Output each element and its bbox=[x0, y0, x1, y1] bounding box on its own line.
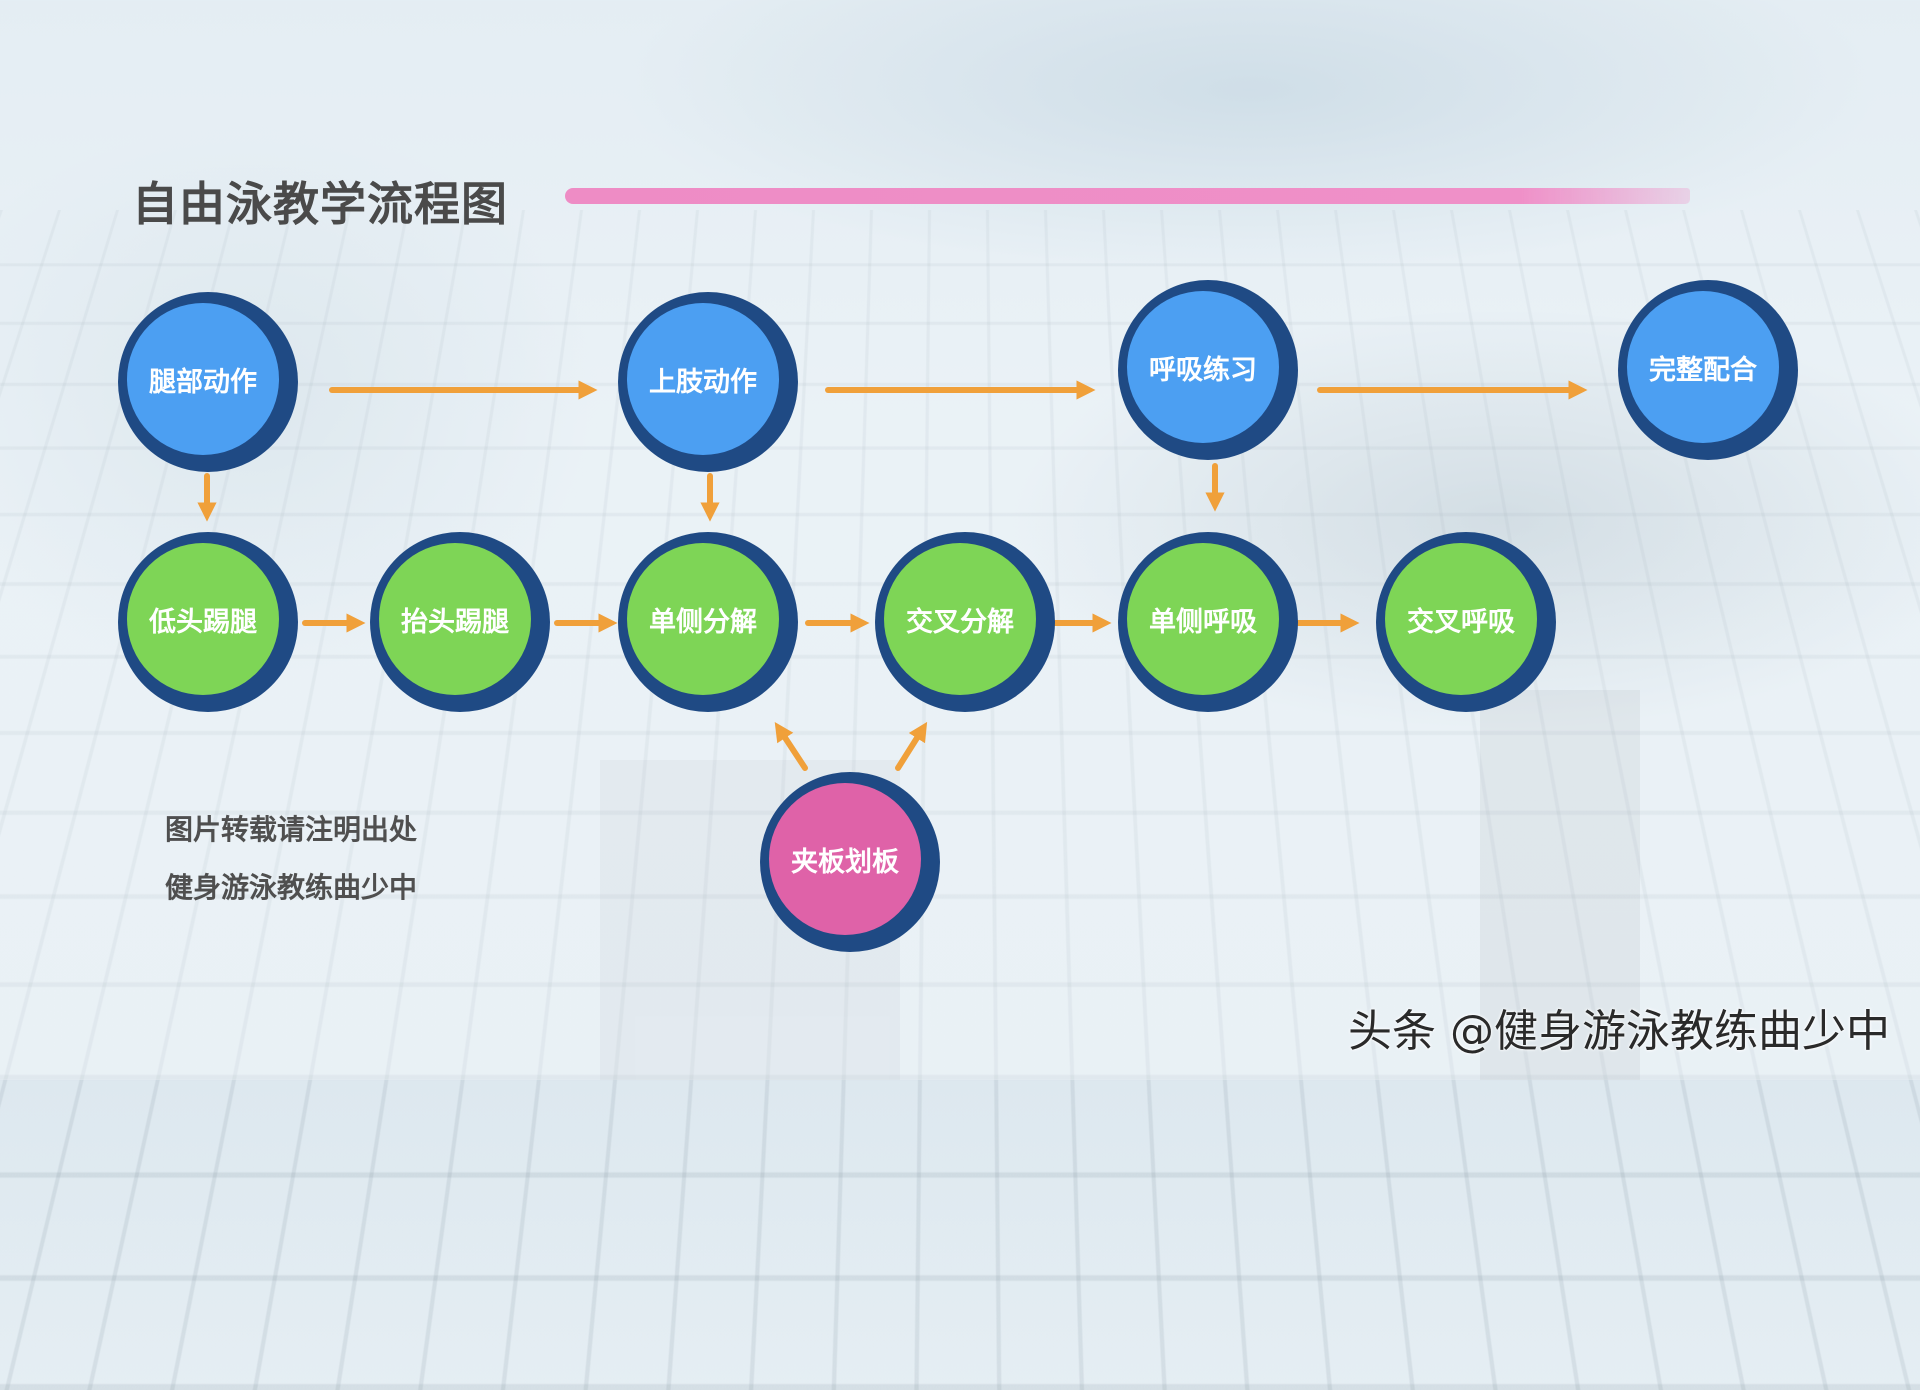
node-arm-action: 上肢动作 bbox=[618, 292, 798, 472]
node-label: 完整配合 bbox=[1649, 354, 1757, 386]
watermark: 头条 @健身游泳教练曲少中 bbox=[1348, 1006, 1890, 1057]
node-label: 单侧分解 bbox=[649, 606, 757, 638]
node-single-breath: 单侧呼吸 bbox=[1118, 532, 1298, 712]
node-leg-action: 腿部动作 bbox=[118, 292, 298, 472]
node-label: 低头踢腿 bbox=[149, 606, 257, 638]
node-label: 腿部动作 bbox=[149, 366, 257, 398]
page-title: 自由泳教学流程图 bbox=[132, 177, 508, 231]
node-kickboard: 夹板划板 bbox=[760, 772, 940, 952]
node-cross-breath: 交叉呼吸 bbox=[1376, 532, 1556, 712]
node-label: 呼吸练习 bbox=[1149, 354, 1257, 386]
node-head-up-kick: 抬头踢腿 bbox=[370, 532, 550, 712]
node-label: 交叉呼吸 bbox=[1407, 606, 1515, 638]
flow-arrows bbox=[197, 380, 1588, 771]
node-label: 交叉分解 bbox=[906, 606, 1014, 638]
node-label: 上肢动作 bbox=[649, 366, 757, 398]
arrow-board-to-cross bbox=[895, 721, 928, 771]
node-cross-arm: 交叉分解 bbox=[875, 532, 1055, 712]
node-label: 单侧呼吸 bbox=[1149, 606, 1257, 638]
credit-line-1: 图片转载请注明出处 bbox=[165, 813, 418, 846]
node-label: 夹板划板 bbox=[791, 846, 899, 878]
title-brush-stroke bbox=[565, 188, 1690, 204]
node-head-down-kick: 低头踢腿 bbox=[118, 532, 298, 712]
node-breathing-practice: 呼吸练习 bbox=[1118, 280, 1298, 460]
node-single-arm: 单侧分解 bbox=[618, 532, 798, 712]
arrow-board-to-single bbox=[774, 721, 808, 771]
credit-line-2: 健身游泳教练曲少中 bbox=[165, 871, 418, 904]
node-full-coordination: 完整配合 bbox=[1618, 280, 1798, 460]
node-label: 抬头踢腿 bbox=[401, 606, 509, 638]
background-lane-marker bbox=[1480, 690, 1640, 1080]
